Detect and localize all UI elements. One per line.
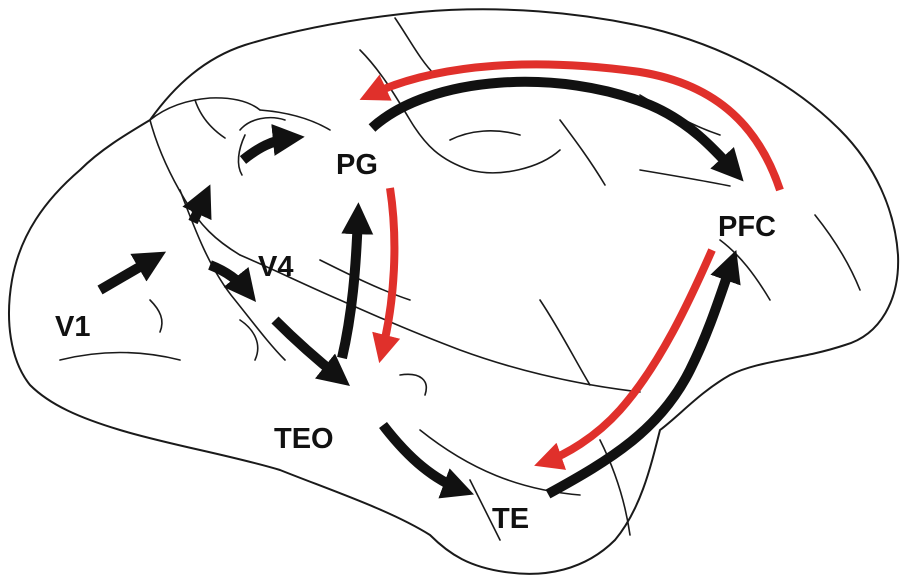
arrow-pg-to-pfc [372,82,735,172]
feedback-arrows [370,64,780,462]
label-pg: PG [336,149,378,181]
arrow-v4-to-teo-segment-1 [210,265,248,292]
label-pfc: PFC [718,211,776,243]
arrow-teo-to-te [383,425,462,490]
label-v1: V1 [55,311,90,343]
arrow-v4-to-pg-segment-1 [193,196,205,222]
feedforward-arrows [100,82,735,494]
arrow-v4-to-teo [275,320,340,378]
label-v4: V4 [258,251,293,283]
sulci-lines [60,18,860,540]
arrow-pfc-to-te [545,250,712,462]
arrow-v4-to-pg-segment-2 [243,138,292,160]
arrow-v1-to-v4-segment-1 [100,258,155,290]
arrow-pg-to-teo [382,188,394,352]
label-te: TE [492,503,529,535]
label-teo: TEO [274,423,334,455]
arrow-teo-to-pg [342,215,358,358]
